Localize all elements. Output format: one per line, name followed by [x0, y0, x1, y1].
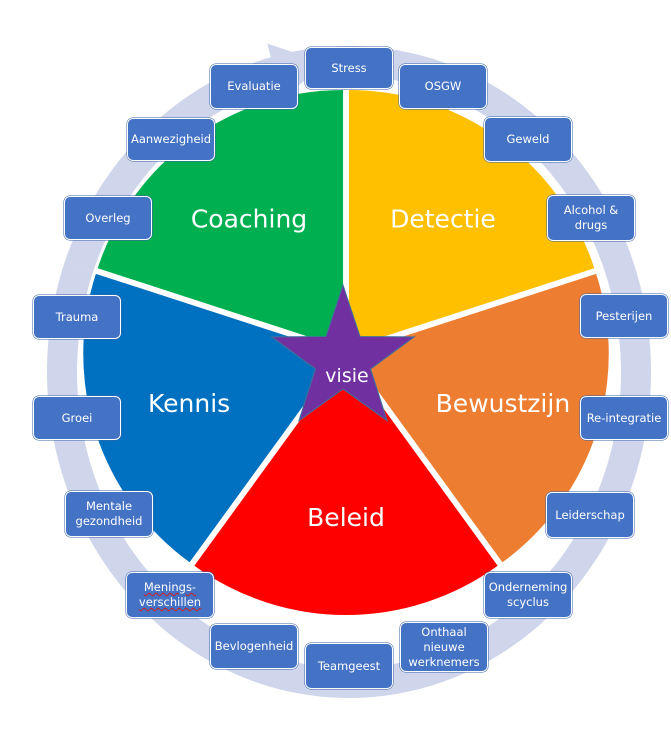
segment-label-kennis: Kennis [148, 389, 230, 418]
vision-label: visie [325, 365, 368, 387]
topic-label: Stress [331, 60, 367, 75]
topic-label: Bevlogenheid [214, 639, 294, 653]
topic-box: Alcohol & drugs [547, 195, 635, 241]
segment-beleid [194, 357, 498, 615]
topic-box: Stress [305, 47, 393, 89]
topic-box: Mentale gezondheid [65, 491, 153, 537]
topic-box: Menings- verschillen [126, 572, 214, 618]
topic-label: OSGW [424, 79, 462, 93]
topic-box: Re-integratie [580, 396, 668, 440]
topic-box: Aanwezigheid [127, 118, 215, 161]
segment-detectie [348, 89, 595, 348]
segment-kennis [83, 273, 342, 563]
topic-box: Overleg [64, 196, 152, 240]
segment-label-beleid: Beleid [307, 503, 385, 532]
topic-label: Aanwezigheid [130, 132, 212, 146]
topic-label: Geweld [506, 132, 550, 146]
cycle-arrow-head [65, 43, 326, 271]
topic-label: Onthaal nieuwe werknemers [408, 624, 480, 669]
topic-label: Teamgeest [317, 658, 381, 673]
segment-label-detectie: Detectie [390, 205, 496, 234]
segment-label-coaching: Coaching [191, 205, 307, 234]
topic-label: Overleg [85, 210, 131, 225]
topic-label: Evaluatie [227, 79, 281, 93]
segment-label-bewustzijn: Bewustzijn [436, 389, 571, 418]
topic-label: Trauma [55, 309, 99, 324]
topic-label: Pesterijen [595, 308, 653, 323]
topic-label: Mentale gezondheid [75, 499, 143, 528]
topic-label: Groei [61, 410, 93, 425]
segment-coaching [97, 89, 344, 348]
topic-label: Menings- verschillen [138, 580, 202, 609]
topic-label: Alcohol & drugs [563, 203, 619, 232]
topic-box: Geweld [484, 117, 572, 162]
topic-label: Onderneming scyclus [488, 580, 568, 609]
topic-box: Teamgeest [305, 643, 393, 689]
topic-box: Pesterijen [580, 294, 668, 338]
topic-label: Re-integratie [586, 410, 662, 425]
topic-box: OSGW [399, 64, 487, 109]
topic-box: Bevlogenheid [210, 624, 298, 669]
topic-box: Groei [33, 396, 121, 440]
topic-box: Evaluatie [210, 64, 298, 109]
topic-box: Onderneming scyclus [484, 572, 572, 618]
topic-box: Trauma [33, 295, 121, 339]
topic-box: Leiderschap [546, 492, 634, 538]
vision-star [270, 283, 416, 422]
topic-label: Leiderschap [555, 507, 625, 522]
segment-bewustzijn [350, 273, 609, 563]
topic-box: Onthaal nieuwe werknemers [400, 622, 488, 672]
